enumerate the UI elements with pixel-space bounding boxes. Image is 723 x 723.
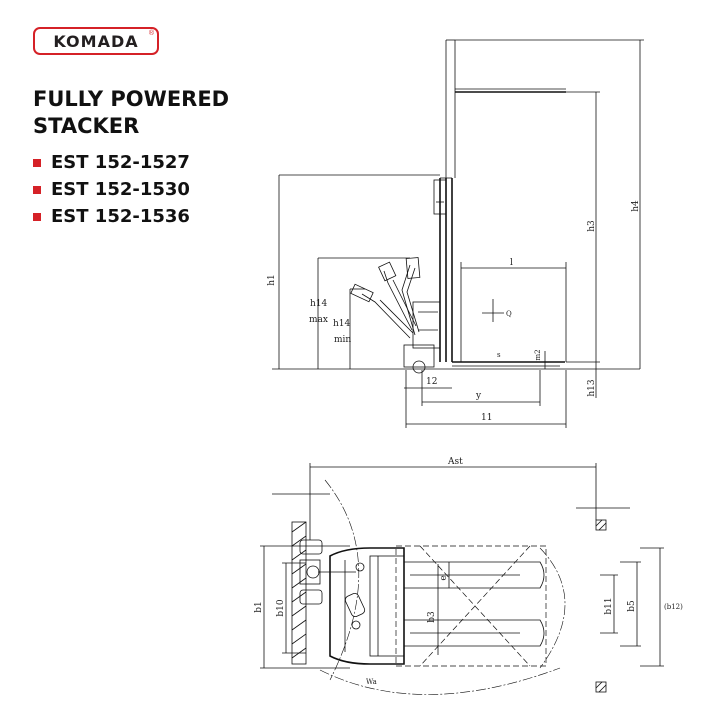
title-line-1: FULLY POWERED [33,87,230,111]
dim-label-m2: m2 [534,349,542,360]
dim-label-l2: 12 [426,377,437,387]
top-view-drawing: Ast b1 b10 [254,457,683,695]
title-line-2: STACKER [33,114,140,138]
dim-label-b11: b11 [604,597,614,614]
dim-label-max: max [309,315,328,325]
dim-label-h3: h3 [587,220,597,232]
bullet-icon [33,185,41,194]
product-title: FULLY POWERED STACKER [33,86,229,140]
dim-label-y: y [475,391,482,401]
dim-label-wa: Wa [366,678,377,686]
bullet-icon [33,158,41,167]
dim-label-min: min [334,335,351,345]
registered-mark: ® [148,30,154,37]
logo-wordmark: KOMADA [53,31,139,51]
komada-logo: KOMADA ® [33,27,159,55]
model-list: EST 152-1527 EST 152-1530 EST 152-1536 [33,149,190,230]
model-item: EST 152-1530 [33,176,190,203]
bullet-icon [33,212,41,221]
model-item: EST 152-1536 [33,203,190,230]
dim-label-l: l [510,258,513,268]
dim-label-b10: b10 [276,599,286,616]
dim-label-b1: b1 [254,601,264,613]
dim-label-h1: h1 [267,274,277,286]
dim-label-q: Q [506,310,512,318]
dim-label-e: e [439,575,449,580]
model-item: EST 152-1527 [33,149,190,176]
dim-label-h14-max: h14 [310,299,328,309]
side-view-drawing: h1 h14 max h14 min h3 h4 h13 l Q s [267,39,644,428]
dim-label-s: s [497,351,501,359]
dim-label-b12: (b12) [664,603,683,611]
dim-label-h13: h13 [587,379,597,397]
dim-label-ast: Ast [447,457,463,467]
dim-label-l1: 11 [481,413,492,423]
dim-label-b5: b5 [627,600,637,612]
dim-label-h14-min: h14 [333,319,351,329]
dim-label-b3: b3 [427,611,437,623]
dim-label-h4: h4 [631,200,641,212]
